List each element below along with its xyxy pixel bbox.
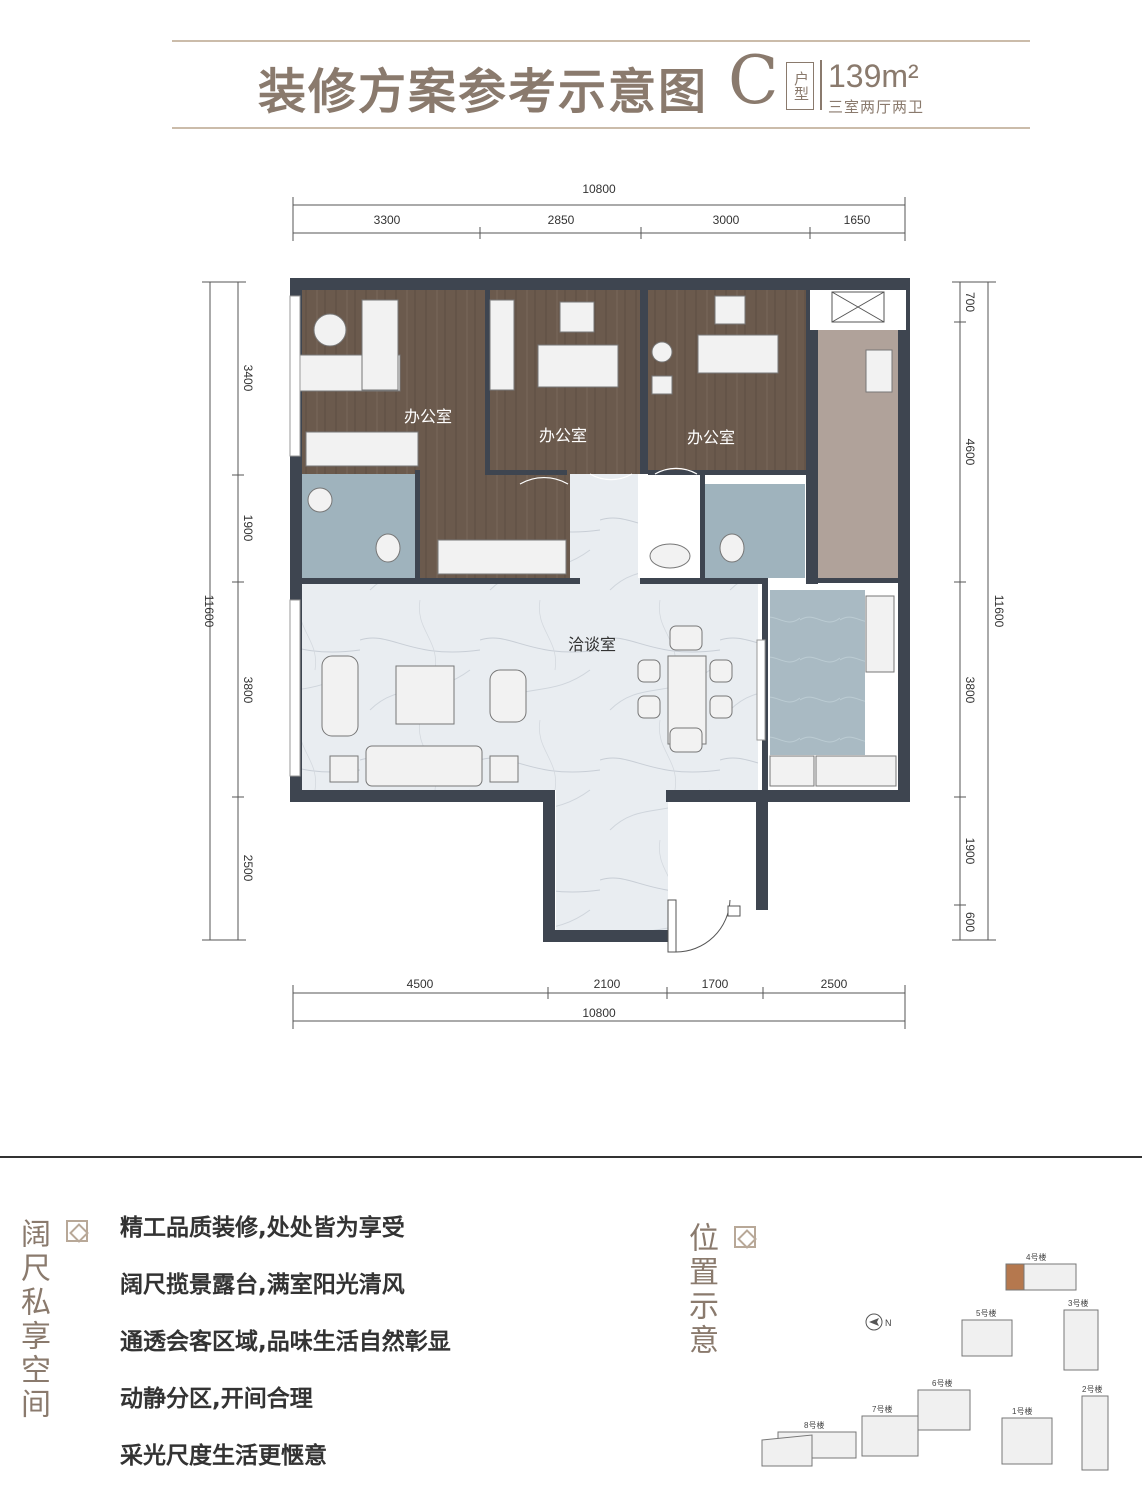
dim-left-2: 1900 bbox=[241, 515, 255, 542]
label-meeting: 洽谈室 bbox=[568, 635, 616, 654]
dim-right-3: 3800 bbox=[963, 677, 977, 704]
walls bbox=[290, 278, 910, 942]
feature-item-3: 通透会客区域,品味生活自然彰显 bbox=[120, 1329, 451, 1355]
dim-left-3: 3800 bbox=[241, 677, 255, 704]
feature-item-5: 采光尺度生活更惬意 bbox=[120, 1443, 327, 1469]
top-dimension-lines bbox=[292, 197, 906, 241]
dim-right-total: 11600 bbox=[992, 595, 1006, 628]
dim-bottom-4: 2500 bbox=[821, 977, 848, 991]
unit-letter: C bbox=[728, 42, 779, 119]
feature-item-2: 阔尺揽景露台,满室阳光清风 bbox=[120, 1272, 405, 1298]
unit-area: 139m² bbox=[828, 58, 919, 94]
north-arrow-icon bbox=[865, 1313, 883, 1331]
site-map: 4号楼 5号楼 3号楼 6号楼 7号楼 8号楼 1号楼 2号楼 N bbox=[761, 1252, 1109, 1471]
bottom-dimension-lines bbox=[292, 985, 906, 1029]
doors bbox=[519, 467, 698, 485]
dim-right-5: 600 bbox=[963, 912, 977, 932]
north-label: N bbox=[885, 1318, 892, 1328]
building-label-4: 4号楼 bbox=[1026, 1252, 1046, 1262]
site-labels: 4号楼 5号楼 3号楼 6号楼 7号楼 8号楼 1号楼 2号楼 bbox=[804, 1252, 1102, 1430]
ornament-icon-2 bbox=[734, 1226, 756, 1248]
unit-layout: 三室两厅两卫 bbox=[828, 98, 925, 116]
dim-bottom-3: 1700 bbox=[702, 977, 729, 991]
left-dimension-lines bbox=[202, 281, 246, 941]
dim-top-3: 3000 bbox=[713, 213, 740, 227]
label-office-2: 办公室 bbox=[539, 426, 587, 445]
dim-top-4: 1650 bbox=[844, 213, 871, 227]
header-top-rule bbox=[172, 40, 1030, 42]
feature-item-4: 动静分区,开间合理 bbox=[120, 1386, 313, 1412]
entry-door bbox=[667, 899, 741, 953]
unit-type-label: 户型 bbox=[786, 62, 814, 110]
floor-plan: 10800 3300 2850 3000 1650 4500 2100 1700… bbox=[202, 182, 1006, 1029]
dim-left-total: 11600 bbox=[202, 595, 216, 628]
dim-left-1: 3400 bbox=[241, 365, 255, 392]
highlighted-building-4 bbox=[1005, 1263, 1025, 1291]
kitchen-floor bbox=[770, 590, 865, 755]
dim-bottom-total: 10800 bbox=[582, 1006, 616, 1020]
section-divider bbox=[0, 1156, 1142, 1158]
bath-2-floor bbox=[705, 484, 805, 578]
balcony-cabinet bbox=[831, 291, 885, 323]
building-label-5: 5号楼 bbox=[976, 1308, 996, 1318]
building-label-3: 3号楼 bbox=[1068, 1298, 1088, 1308]
feature-item-1: 精工品质装修,处处皆为享受 bbox=[120, 1215, 405, 1241]
building-label-7: 7号楼 bbox=[872, 1404, 892, 1414]
right-dimension-lines bbox=[952, 281, 996, 941]
dim-bottom-1: 4500 bbox=[407, 977, 434, 991]
page-title: 装修方案参考示意图 bbox=[258, 64, 709, 120]
dim-right-1: 700 bbox=[963, 292, 977, 312]
furniture bbox=[299, 295, 897, 787]
header-divider bbox=[820, 60, 822, 110]
label-office-3: 办公室 bbox=[687, 428, 735, 447]
dim-bottom-2: 2100 bbox=[594, 977, 621, 991]
dim-top-1: 3300 bbox=[374, 213, 401, 227]
building-label-8: 8号楼 bbox=[804, 1420, 824, 1430]
dim-right-2: 4600 bbox=[963, 439, 977, 466]
header-bottom-rule bbox=[172, 127, 1030, 129]
label-office-1: 办公室 bbox=[404, 407, 452, 426]
building-label-6: 6号楼 bbox=[932, 1378, 952, 1388]
dim-right-4: 1900 bbox=[963, 838, 977, 865]
windows bbox=[289, 295, 766, 777]
dim-left-4: 2500 bbox=[241, 855, 255, 882]
dim-top-total: 10800 bbox=[582, 182, 616, 196]
dim-top-2: 2850 bbox=[548, 213, 575, 227]
ornament-icon bbox=[66, 1220, 88, 1242]
building-label-2: 2号楼 bbox=[1082, 1384, 1102, 1394]
location-title: 位置示意 bbox=[683, 1222, 718, 1358]
features-side-title: 阔尺私享空间 bbox=[15, 1218, 50, 1422]
building-label-1: 1号楼 bbox=[1012, 1406, 1032, 1416]
entry-marble bbox=[556, 790, 668, 930]
